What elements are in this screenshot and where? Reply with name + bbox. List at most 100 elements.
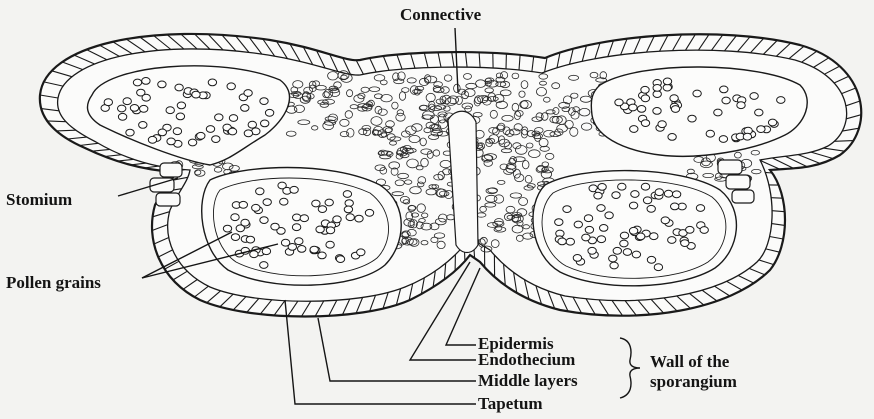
pollen-grain — [130, 105, 138, 112]
pollen-grain — [312, 200, 320, 207]
pollen-grain — [620, 232, 628, 239]
pollen-grain — [630, 126, 638, 133]
pollen-grain — [260, 262, 268, 269]
pollen-grain — [719, 136, 727, 143]
pollen-grain — [588, 247, 596, 254]
pollen-grain — [175, 84, 183, 91]
pollen-grain — [281, 239, 289, 246]
pollen-grain — [158, 129, 166, 136]
pollen-grain — [668, 237, 676, 244]
pollen-grain — [250, 251, 258, 258]
pollen-grain — [653, 108, 661, 115]
pollen-grain — [262, 248, 270, 255]
pollen-grain — [609, 255, 617, 262]
label-stomium: Stomium — [6, 190, 72, 209]
pollen-grain — [227, 83, 235, 90]
pollen-grain — [158, 81, 166, 88]
pollen-grain — [316, 226, 324, 233]
pollen-grain — [104, 99, 112, 106]
pollen-grain — [688, 115, 696, 122]
pollen-grain — [292, 224, 300, 231]
pollen-grain — [641, 183, 649, 190]
pollen-grain — [166, 107, 174, 114]
pollen-grain — [647, 205, 655, 212]
anther-body — [40, 34, 861, 317]
pollen-grain — [594, 192, 602, 199]
label-connective: Connective — [400, 5, 482, 24]
pollen-grain — [598, 184, 606, 191]
pollen-grain — [777, 97, 785, 104]
pollen-grain — [631, 191, 639, 198]
pollen-grain — [142, 78, 150, 85]
pollen-grain — [231, 234, 239, 241]
pollen-grain — [654, 264, 662, 271]
pollen-grain — [681, 240, 689, 247]
pollen-grain — [263, 199, 271, 206]
pollen-grain — [584, 215, 592, 222]
label-pollen-grains: Pollen grains — [6, 273, 101, 292]
pollen-grain — [737, 102, 745, 109]
pollen-grain — [566, 238, 574, 245]
pollen-grain — [206, 126, 214, 133]
pollen-grain — [658, 121, 666, 128]
pollen-grain — [750, 93, 758, 100]
pollen-grain — [647, 256, 655, 263]
pollen-grain — [650, 233, 658, 240]
pollen-grain — [212, 136, 220, 143]
pollen-grain — [558, 238, 566, 245]
pollen-grain — [231, 214, 239, 221]
pollen-grain — [768, 119, 776, 126]
pollen-grain — [714, 109, 722, 116]
pollen-grain — [142, 94, 150, 101]
pollen-grain — [280, 198, 288, 205]
pollen-grain — [670, 95, 678, 102]
pollen-grain — [664, 190, 672, 197]
pollen-grain — [167, 138, 175, 145]
pollen-grain — [290, 186, 298, 193]
pollen-grain — [661, 217, 669, 224]
pollen-grain — [228, 128, 236, 135]
pollen-grain — [346, 214, 354, 221]
pollen-grain — [176, 113, 184, 120]
pollen-grain — [629, 104, 637, 111]
pollen-grain — [261, 120, 269, 127]
epidermis-cell-wall — [771, 198, 783, 199]
pollen-grain — [743, 133, 751, 140]
label-wall-of-the: Wall of the — [650, 352, 730, 371]
pollen-grain — [271, 223, 279, 230]
pollen-grain — [600, 225, 608, 232]
pollen-grain — [574, 221, 582, 228]
pollen-grain — [615, 99, 623, 106]
pollen-grain — [326, 227, 334, 234]
pollen-grain — [597, 236, 605, 243]
pollen-grain — [293, 214, 301, 221]
pollen-grain — [252, 204, 260, 211]
pollen-grain — [244, 130, 252, 137]
pollen-grain — [693, 90, 701, 97]
pollen-grain — [632, 251, 640, 258]
pollen-grain — [126, 129, 134, 136]
pollen-grain — [208, 79, 216, 86]
pollen-grain — [655, 189, 663, 196]
pollen-grain — [344, 206, 352, 213]
pollen-grain — [365, 209, 373, 216]
label-middle-layers: Middle layers — [478, 371, 578, 390]
pollen-grain — [139, 122, 147, 129]
pollen-grain — [623, 249, 631, 256]
pollen-grain — [663, 78, 671, 85]
pollen-grain — [637, 106, 645, 113]
pollen-grain — [755, 109, 763, 116]
pollen-grain — [326, 241, 334, 248]
pollen-grain — [585, 226, 593, 233]
middle-layers-leader — [318, 318, 476, 381]
pollen-grain — [357, 249, 365, 256]
pollen-grain — [197, 132, 205, 139]
pollen-grain — [298, 246, 306, 253]
pollen-grain — [720, 86, 728, 93]
pollen-grain — [229, 115, 237, 122]
pollen-grain — [318, 252, 326, 259]
pollen-grain — [241, 105, 249, 112]
pollen-grain — [343, 191, 351, 198]
pollen-grain — [641, 86, 649, 93]
